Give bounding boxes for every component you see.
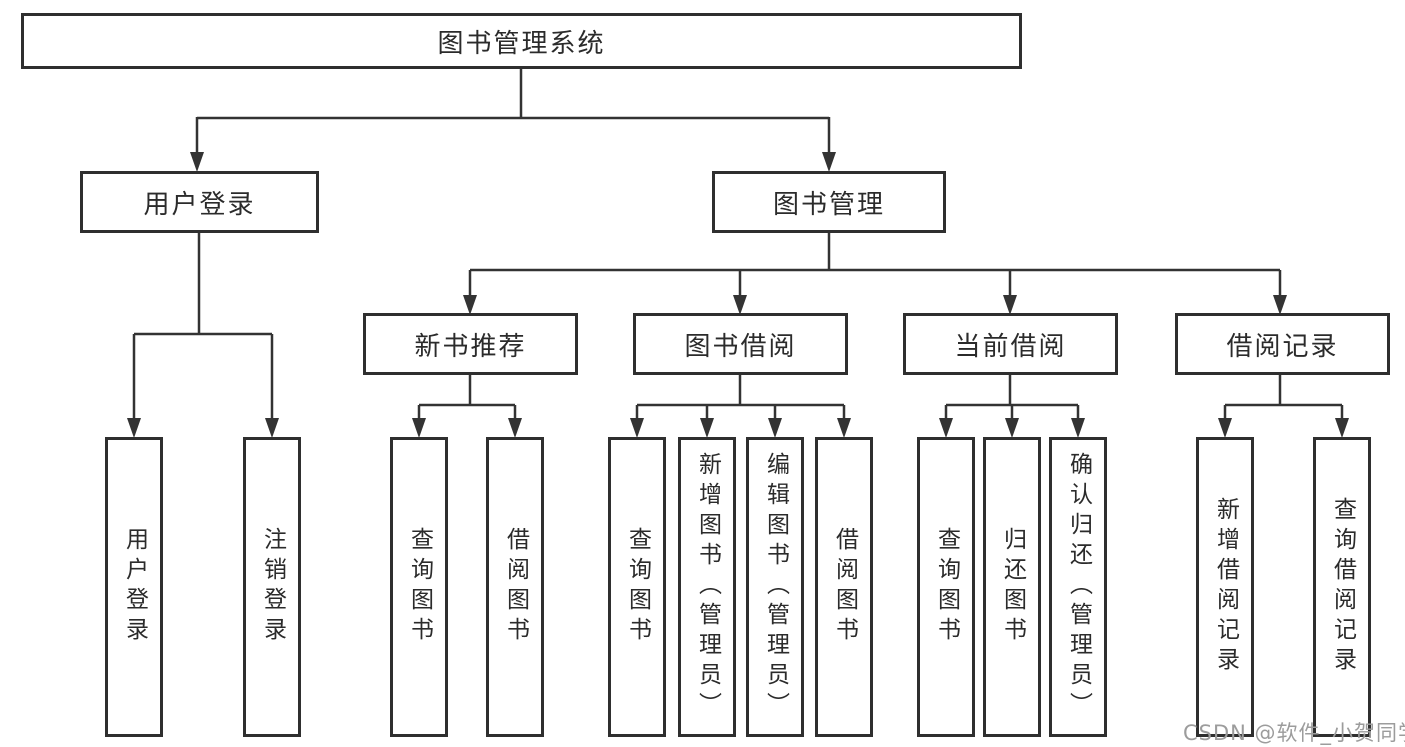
connector-user-login-to-children <box>132 233 274 420</box>
leaf-confirm-return-admin: 确认归还（管理员） <box>1049 437 1107 737</box>
leaf-query-books-borrowing: 查询图书 <box>608 437 666 737</box>
leaf-label: 确认归还（管理员） <box>1065 452 1092 722</box>
leaf-label: 借阅图书 <box>831 527 858 647</box>
arrow-icon <box>939 418 953 438</box>
connector-root-to-level2 <box>195 68 831 154</box>
leaf-query-books-current: 查询图书 <box>917 437 975 737</box>
arrow-icon <box>700 418 714 438</box>
arrow-icon <box>190 152 204 172</box>
leaf-add-borrow-record: 新增借阅记录 <box>1196 437 1254 737</box>
leaf-label: 查询图书 <box>406 527 433 647</box>
leaf-label: 用户登录 <box>121 527 148 647</box>
leaf-label: 查询借阅记录 <box>1329 497 1356 677</box>
arrow-icon <box>463 295 477 315</box>
leaf-logout: 注销登录 <box>243 437 301 737</box>
node-user-login: 用户登录 <box>80 171 319 233</box>
connector-book-management-to-sections <box>468 233 1282 297</box>
node-new-book-recommend: 新书推荐 <box>363 313 578 375</box>
arrow-icon <box>508 418 522 438</box>
leaf-label: 查询图书 <box>933 527 960 647</box>
arrow-icon <box>412 418 426 438</box>
connector-book-borrowing-to-children <box>635 375 846 420</box>
arrow-icon <box>1218 418 1232 438</box>
arrow-icon <box>630 418 644 438</box>
arrow-icon <box>733 295 747 315</box>
leaf-add-books-admin: 新增图书（管理员） <box>678 437 736 737</box>
leaf-label: 注销登录 <box>259 527 286 647</box>
connector-current-borrowing-to-children <box>944 375 1080 420</box>
arrow-icon <box>1071 418 1085 438</box>
node-borrowing-records: 借阅记录 <box>1175 313 1390 375</box>
leaf-query-books-recommend: 查询图书 <box>390 437 448 737</box>
leaf-borrow-books: 借阅图书 <box>815 437 873 737</box>
leaf-label: 归还图书 <box>999 527 1026 647</box>
arrow-icon <box>1005 418 1019 438</box>
node-current-borrowing: 当前借阅 <box>903 313 1118 375</box>
node-book-management: 图书管理 <box>712 171 946 233</box>
leaf-edit-books-admin: 编辑图书（管理员） <box>746 437 804 737</box>
leaf-label: 新增借阅记录 <box>1212 497 1239 677</box>
arrow-icon <box>837 418 851 438</box>
leaf-user-login: 用户登录 <box>105 437 163 737</box>
node-book-borrowing: 图书借阅 <box>633 313 848 375</box>
leaf-label: 借阅图书 <box>502 527 529 647</box>
leaf-borrow-books-recommend: 借阅图书 <box>486 437 544 737</box>
leaf-query-borrow-record: 查询借阅记录 <box>1313 437 1371 737</box>
arrow-icon <box>1273 295 1287 315</box>
arrow-icon <box>127 418 141 438</box>
node-root: 图书管理系统 <box>21 13 1022 69</box>
arrow-icon <box>768 418 782 438</box>
leaf-label: 新增图书（管理员） <box>694 452 721 722</box>
connector-borrowing-records-to-children <box>1223 375 1344 420</box>
arrow-icon <box>1003 295 1017 315</box>
leaf-label: 查询图书 <box>624 527 651 647</box>
arrow-icon <box>822 152 836 172</box>
leaf-return-books: 归还图书 <box>983 437 1041 737</box>
arrow-icon <box>265 418 279 438</box>
leaf-label: 编辑图书（管理员） <box>762 452 789 722</box>
arrow-icon <box>1335 418 1349 438</box>
watermark: CSDN @软件_小贺同学 <box>1183 721 1405 745</box>
connector-new-book-recommend-to-children <box>417 375 517 420</box>
